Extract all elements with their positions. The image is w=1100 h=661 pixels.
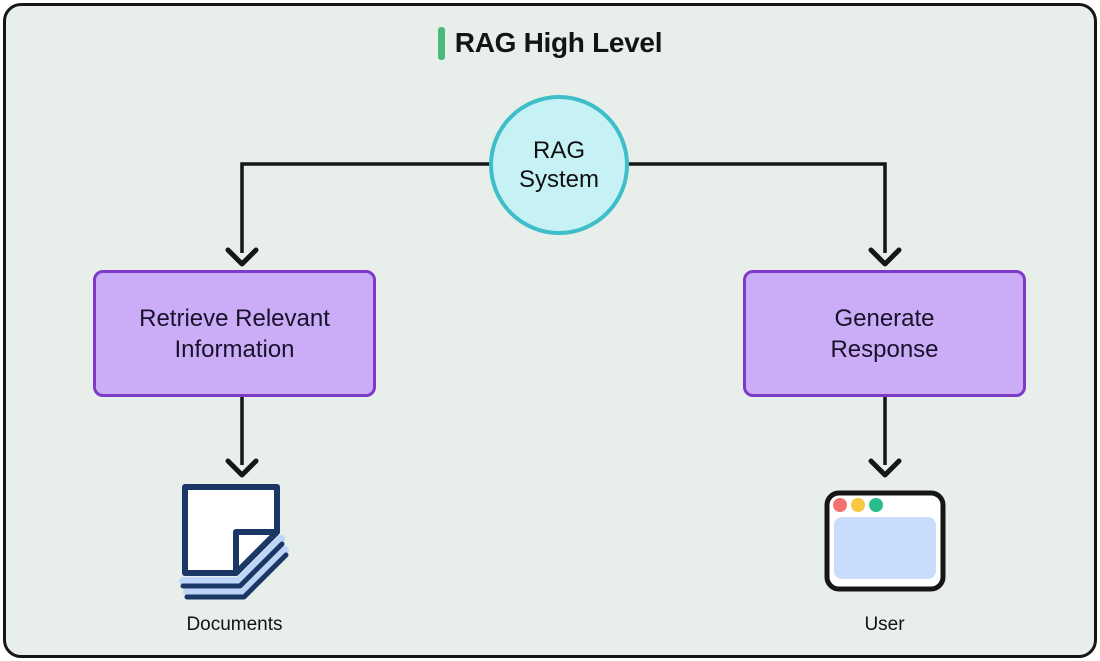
node-generate-response: Generate Response [743, 270, 1026, 397]
diagram-title: RAG High Level [6, 26, 1094, 60]
edge-retrieve-to-documents [225, 397, 259, 478]
diagram-frame: RAG High Level RAG System [3, 3, 1097, 658]
node-retrieve-relevant-information: Retrieve Relevant Information [93, 270, 376, 397]
browser-window-icon [824, 490, 946, 592]
node-rag-system-line1: RAG [532, 137, 585, 164]
edge-generate-to-user [868, 397, 902, 478]
node-generate-line2: Response [830, 335, 939, 363]
edge-ragsystem-to-retrieve [225, 162, 491, 267]
node-generate-line1: Generate [834, 304, 935, 332]
node-rag-system-line2: System [518, 166, 599, 193]
title-accent-bar [437, 26, 445, 60]
documents-icon [179, 484, 289, 600]
documents-label: Documents [186, 614, 283, 635]
edge-ragsystem-to-generate [627, 162, 902, 267]
window-content [834, 517, 936, 579]
node-retrieve-line2: Information [174, 335, 295, 363]
window-dot-yellow [851, 498, 865, 512]
user-label: User [864, 614, 905, 635]
title-text: RAG High Level [454, 27, 663, 58]
node-retrieve-line1: Retrieve Relevant [139, 304, 330, 332]
window-dot-red [833, 498, 847, 512]
window-dot-green [869, 498, 883, 512]
node-rag-system: RAG System [489, 95, 629, 235]
